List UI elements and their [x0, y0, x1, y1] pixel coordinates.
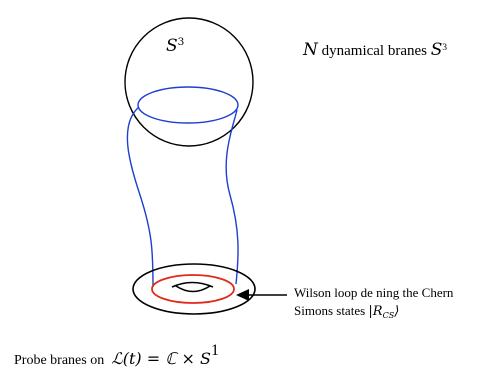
sphere-s3: [124, 17, 254, 147]
probe-brane-disk: [132, 263, 256, 315]
brane-top-ellipse: [137, 86, 239, 124]
sphere-symbol: S: [166, 36, 178, 56]
branes-count-symbol: N: [303, 40, 318, 60]
probe-formula-exponent: 1: [210, 342, 219, 360]
wilson-line-2: Simons states |RCS⟩: [294, 302, 453, 322]
probe-formula: ℒ(t) = ℂ × S: [111, 349, 211, 368]
torus-hole-lower-arc: [175, 285, 211, 293]
arrow-left-icon: [236, 289, 287, 301]
wilson-loop-label: Wilson loop de ning the Chern Simons sta…: [294, 284, 453, 322]
wilson-states-text: Simons states: [294, 303, 366, 318]
wilson-loop: [151, 274, 235, 304]
sphere-exponent: 3: [177, 36, 185, 49]
brane-tube-right: [225, 109, 239, 285]
dynamical-branes-label: N dynamical branes S3: [303, 42, 447, 59]
cs-state: |RCS⟩: [368, 304, 400, 320]
probe-branes-label: Probe branes on ℒ(t) = ℂ × S1: [14, 343, 219, 368]
cs-state-symbol: R: [372, 304, 383, 319]
branes-text: dynamical branes: [321, 43, 427, 59]
branes-sphere-exponent: 3: [442, 42, 448, 53]
probe-text: Probe branes on: [14, 353, 105, 368]
cs-state-subscript: CS: [382, 310, 395, 320]
brane-tube-left: [126, 106, 154, 288]
wilson-line-1: Wilson loop de ning the Chern: [294, 285, 454, 300]
torus-hole-upper-arc: [171, 281, 214, 288]
sphere-label: S3: [166, 36, 185, 56]
branes-sphere-symbol: S: [430, 40, 443, 60]
